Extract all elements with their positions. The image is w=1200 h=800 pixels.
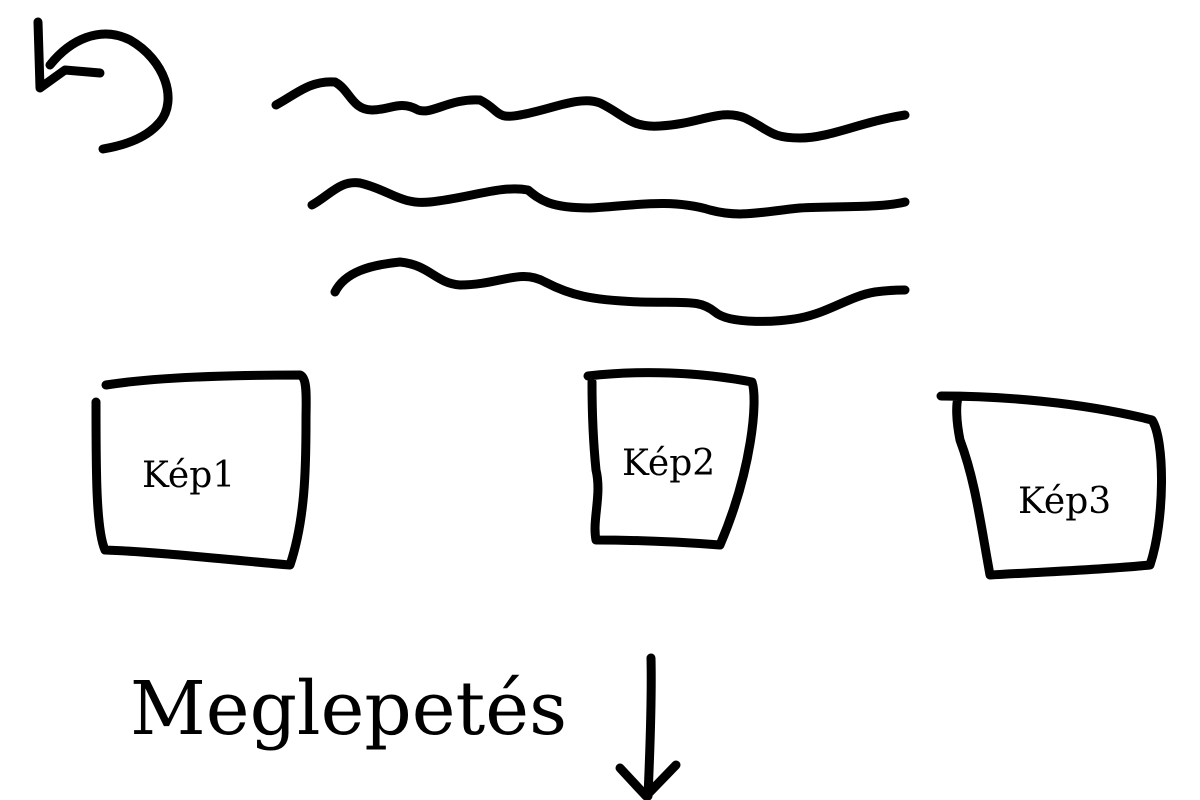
image-frame-2[interactable] — [583, 368, 759, 550]
undo-arrow-icon[interactable] — [33, 17, 173, 154]
text-line-3 — [330, 257, 910, 326]
image-label-2: Kép2 — [622, 443, 716, 484]
text-line-1 — [271, 77, 910, 143]
text-line-2 — [307, 178, 910, 219]
image-frame-1[interactable] — [91, 370, 311, 570]
image-label-1: Kép1 — [142, 455, 236, 496]
surprise-link[interactable]: Meglepetés — [130, 666, 568, 752]
image-label-3: Kép3 — [1018, 481, 1112, 522]
text-placeholder-lines — [271, 77, 910, 326]
image-frame-3[interactable] — [936, 391, 1166, 580]
down-arrow-icon[interactable] — [615, 653, 681, 800]
